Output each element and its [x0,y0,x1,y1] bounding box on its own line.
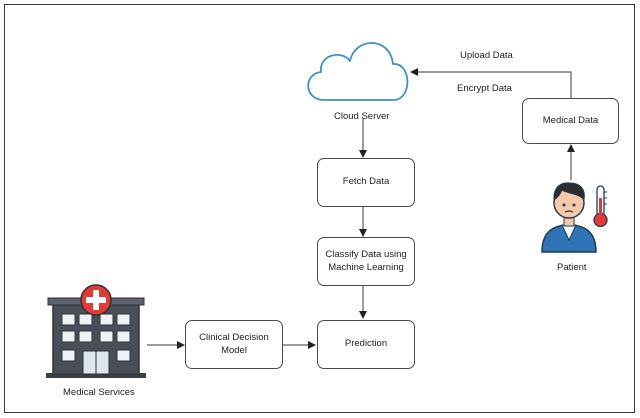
edge-medical-data-to-cloud [410,68,572,103]
patient-label: Patient [557,262,587,273]
cloud-server-label: Cloud Server [334,111,390,122]
connectors [147,68,575,349]
thermometer-icon [593,185,608,228]
clinical-decision-label-line2: Model [221,344,247,356]
fetch-data-node: Fetch Data [317,158,415,207]
classify-data-node: Classify Data using Machine Learning [317,237,415,286]
prediction-node: Prediction [317,320,415,369]
fetch-data-label: Fetch Data [342,176,390,188]
medical-data-label: Medical Data [542,114,599,126]
clinical-decision-model-node: Clinical Decision Model [185,320,283,369]
classify-data-label-line2: Machine Learning [328,261,404,273]
patient-icon [541,182,597,253]
diagram-frame [4,4,635,413]
medical-services-label: Medical Services [63,387,135,398]
upload-data-label: Upload Data [460,50,513,61]
hospital-icon [46,284,146,378]
clinical-decision-label-line1: Clinical Decision [199,331,269,343]
prediction-label: Prediction [344,338,388,350]
medical-data-node: Medical Data [522,98,619,144]
encrypt-data-label: Encrypt Data [457,83,512,94]
cloud-icon [307,42,409,101]
classify-data-label-line1: Classify Data using [325,248,407,260]
